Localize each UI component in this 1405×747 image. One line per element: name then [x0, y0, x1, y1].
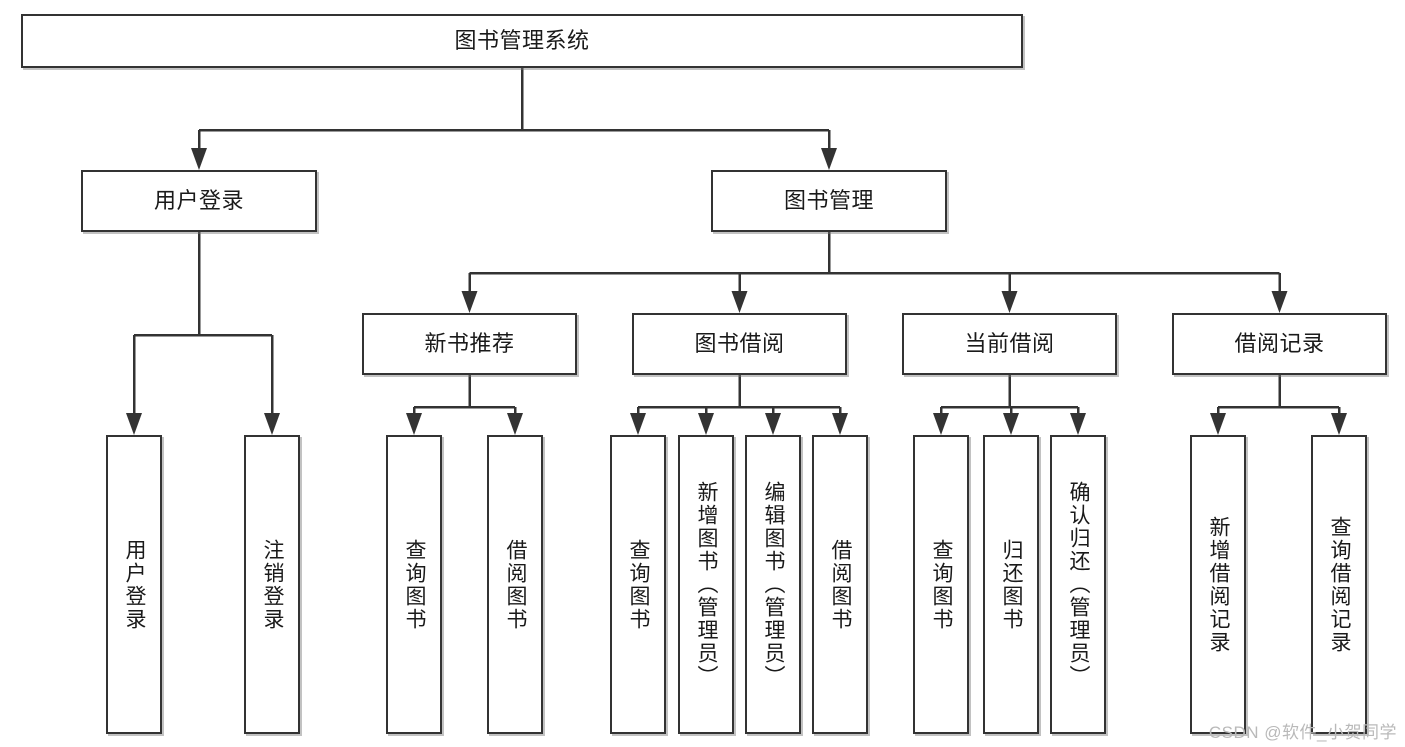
node-leaf-bor-3[interactable]: 编辑图书（管理员） [745, 435, 801, 734]
node-newbook[interactable]: 新书推荐 [362, 313, 577, 375]
node-label: 编辑图书（管理员） [762, 481, 786, 688]
node-label: 用户登录 [153, 188, 244, 214]
node-borrow[interactable]: 图书借阅 [632, 313, 847, 375]
node-login[interactable]: 用户登录 [81, 170, 317, 232]
node-leaf-rec-2[interactable]: 查询借阅记录 [1311, 435, 1367, 734]
node-leaf-login-1[interactable]: 用户登录 [106, 435, 162, 734]
node-leaf-rec-1[interactable]: 新增借阅记录 [1190, 435, 1246, 734]
node-label: 查询图书 [930, 538, 954, 631]
node-label: 图书借阅 [694, 331, 785, 357]
node-leaf-bor-1[interactable]: 查询图书 [610, 435, 666, 734]
node-label: 借阅图书 [504, 538, 528, 631]
node-label: 确认归还（管理员） [1067, 481, 1091, 688]
node-records[interactable]: 借阅记录 [1172, 313, 1387, 375]
node-label: 图书管理 [783, 188, 874, 214]
node-label: 新增借阅记录 [1207, 515, 1231, 654]
node-label: 归还图书 [1000, 538, 1024, 631]
node-label: 图书管理系统 [454, 28, 590, 54]
watermark: CSDN @软件_小贺同学 [1208, 723, 1397, 742]
node-label: 查询图书 [403, 538, 427, 631]
node-label: 借阅记录 [1234, 331, 1325, 357]
node-label: 当前借阅 [964, 331, 1055, 357]
node-leaf-bor-2[interactable]: 新增图书（管理员） [678, 435, 734, 734]
node-label: 注销登录 [261, 538, 285, 631]
node-label: 借阅图书 [829, 538, 853, 631]
node-label: 用户登录 [123, 538, 147, 631]
node-current[interactable]: 当前借阅 [902, 313, 1117, 375]
node-leaf-cur-2[interactable]: 归还图书 [983, 435, 1039, 734]
node-label: 查询借阅记录 [1328, 515, 1352, 654]
node-leaf-new-2[interactable]: 借阅图书 [487, 435, 543, 734]
node-root[interactable]: 图书管理系统 [21, 14, 1023, 68]
node-leaf-cur-1[interactable]: 查询图书 [913, 435, 969, 734]
node-bookmgmt[interactable]: 图书管理 [711, 170, 947, 232]
node-leaf-bor-4[interactable]: 借阅图书 [812, 435, 868, 734]
node-leaf-login-2[interactable]: 注销登录 [244, 435, 300, 734]
node-label: 新增图书（管理员） [695, 481, 719, 688]
node-leaf-cur-3[interactable]: 确认归还（管理员） [1050, 435, 1106, 734]
node-leaf-new-1[interactable]: 查询图书 [386, 435, 442, 734]
node-label: 查询图书 [627, 538, 651, 631]
node-label: 新书推荐 [424, 331, 515, 357]
